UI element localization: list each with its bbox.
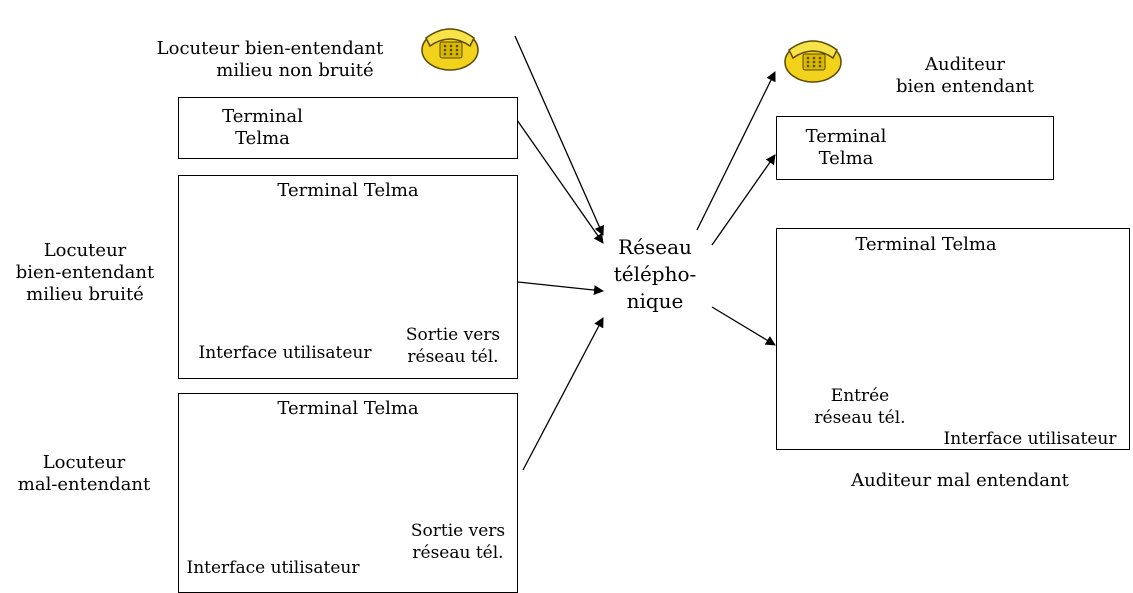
telephone-speaker-icon: [421, 28, 479, 71]
speaker-noisy-line3: milieu bruité: [26, 284, 144, 305]
arrow-speaker-to-network: [514, 35, 604, 236]
arrow-terminal-impaired-to-network: [522, 317, 604, 471]
terminal-impaired-output-line1: Sortie vers: [410, 521, 506, 541]
network-label: Réseau télépho- nique: [595, 234, 715, 315]
arrow-network-to-terminal-normal: [711, 154, 776, 246]
speaker-impaired-line2: mal-entendant: [17, 474, 151, 495]
terminal-impaired-box: [178, 393, 518, 593]
speaker-noisy-line2: bien-entendant: [15, 262, 155, 283]
speaker-noisy-label: Locuteur bien-entendant milieu bruité: [10, 240, 160, 306]
terminal-listener-normal-box: [776, 116, 1054, 180]
listener-normal-line1: Auditeur: [925, 54, 1005, 75]
terminal-listener-impaired-title: Terminal Telma: [855, 234, 997, 255]
terminal-noisy-output-caption: Sortie vers réseau tél.: [388, 324, 518, 368]
terminal-noisy-output-line1: Sortie vers: [405, 325, 501, 345]
terminal-impaired-output-caption: Sortie vers réseau tél.: [393, 520, 523, 564]
telephone-listener-icon: [784, 40, 842, 83]
speaker-quiet-line2: milieu non bruité: [216, 60, 374, 81]
terminal-quiet-box: [178, 97, 518, 159]
terminal-listener-normal-line1: Terminal: [805, 126, 887, 147]
listener-normal-line2: bien entendant: [895, 76, 1035, 97]
speaker-impaired-label: Locuteur mal-entendant: [14, 452, 154, 496]
terminal-noisy-output-line2: réseau tél.: [407, 347, 499, 367]
listener-impaired-label: Auditeur mal entendant: [851, 470, 1069, 491]
speaker-impaired-line1: Locuteur: [42, 452, 126, 473]
network-line3: nique: [626, 289, 684, 313]
terminal-noisy-box: [178, 175, 518, 379]
terminal-quiet-label: Terminal Telma: [190, 106, 335, 150]
speaker-noisy-line1: Locuteur: [43, 240, 127, 261]
speaker-quiet-line1: Locuteur bien-entendant: [156, 38, 384, 59]
listener-normal-label: Auditeur bien entendant: [860, 54, 1070, 98]
terminal-noisy-interface-caption: Interface utilisateur: [198, 343, 372, 363]
arrow-network-to-listener: [696, 71, 776, 231]
terminal-impaired-title: Terminal Telma: [277, 398, 419, 419]
arrow-network-to-terminal-impaired: [711, 306, 776, 346]
network-line2: télépho-: [613, 262, 697, 286]
terminal-listener-impaired-input-caption: Entrée réseau tél.: [780, 385, 940, 429]
terminal-listener-normal-label: Terminal Telma: [786, 126, 906, 170]
terminal-noisy-title: Terminal Telma: [277, 180, 419, 201]
terminal-listener-impaired-input-line1: Entrée: [830, 386, 890, 406]
terminal-impaired-output-line2: réseau tél.: [412, 543, 504, 563]
speaker-quiet-label: Locuteur bien-entendant milieu non bruit…: [120, 38, 420, 82]
network-line1: Réseau: [618, 235, 692, 259]
terminal-quiet-line2: Telma: [235, 128, 290, 149]
terminal-quiet-line1: Terminal: [222, 106, 303, 127]
arrow-terminal-quiet-to-network: [516, 119, 604, 244]
terminal-listener-normal-line2: Telma: [818, 148, 874, 169]
terminal-listener-impaired-input-line2: réseau tél.: [814, 408, 906, 428]
terminal-impaired-interface-caption: Interface utilisateur: [186, 558, 360, 578]
terminal-listener-impaired-box: [776, 228, 1130, 450]
terminal-listener-impaired-interface-caption: Interface utilisateur: [943, 429, 1117, 449]
arrow-terminal-noisy-to-network: [517, 281, 604, 296]
